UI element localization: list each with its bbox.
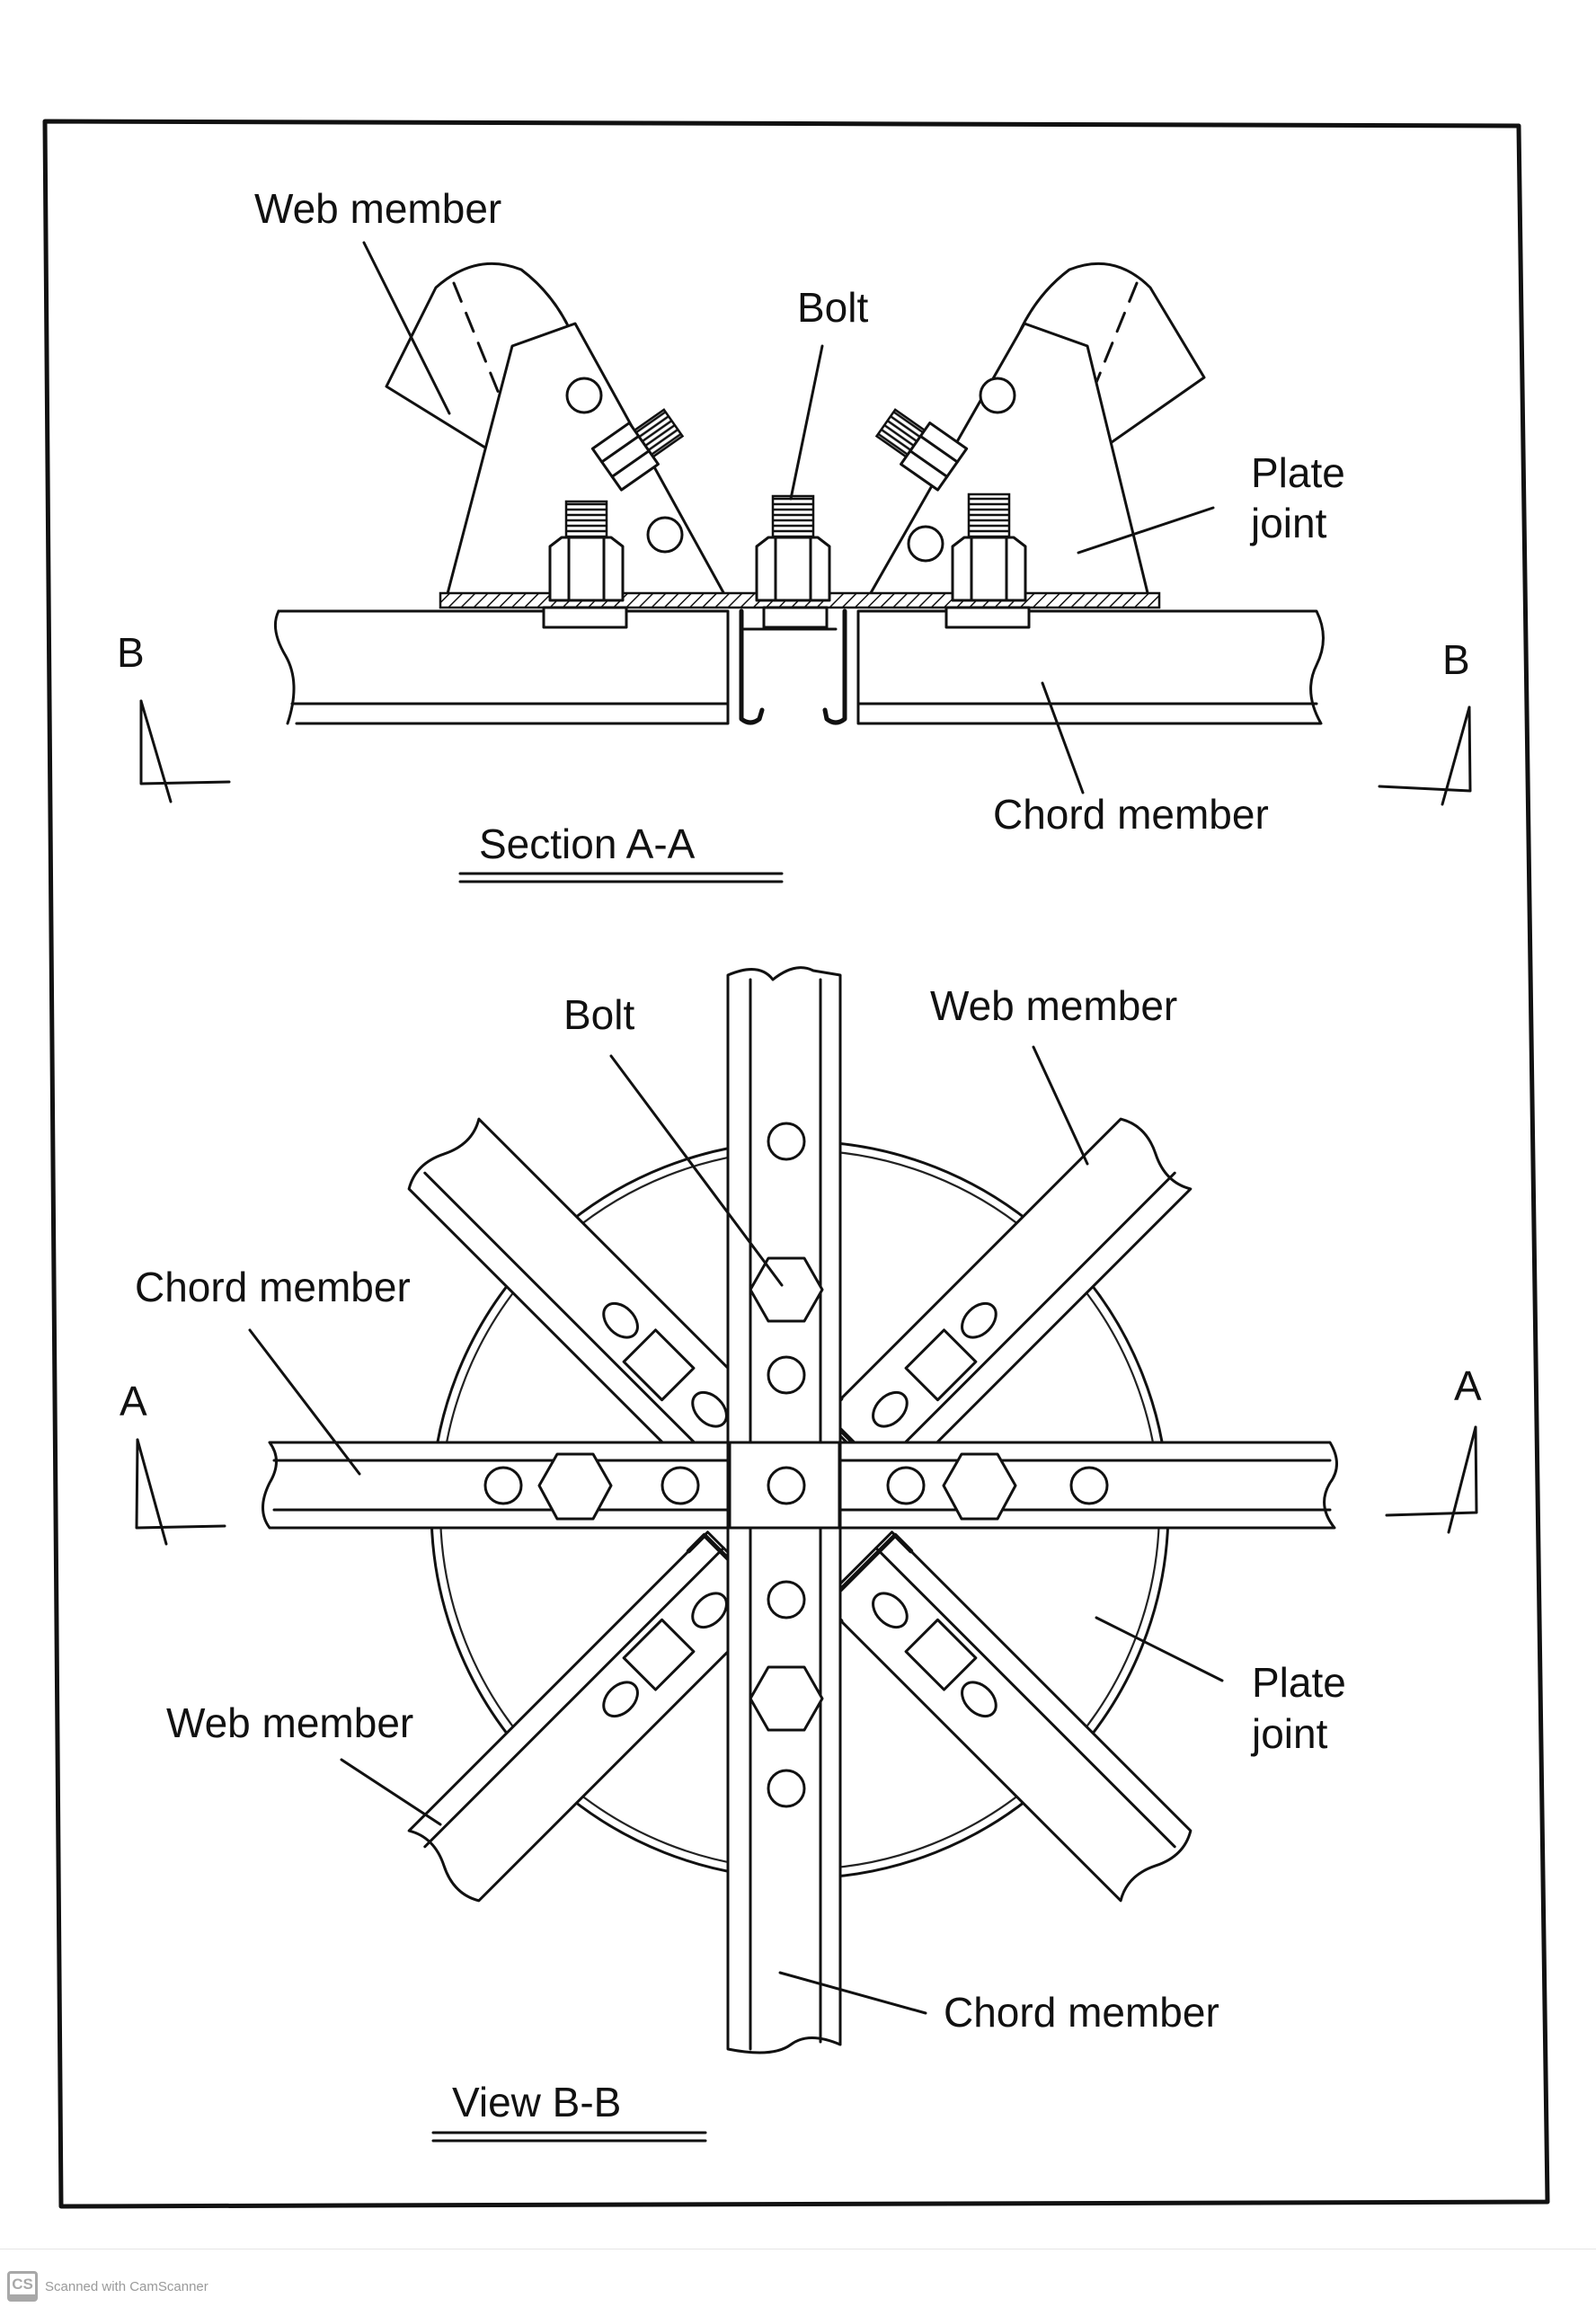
plate-hole [565, 377, 603, 414]
left-chord-member [273, 609, 730, 725]
leader-chord-member [1041, 681, 1085, 794]
c-channel [822, 608, 847, 725]
leader-web-member-top [1032, 1045, 1089, 1166]
leader-bolt [609, 1054, 784, 1287]
section-aa: Web member Bolt Plate joint Chord member… [117, 185, 1472, 883]
plate-hole [907, 525, 944, 563]
view-bb: Bolt Web member Chord member Web member … [120, 966, 1482, 2143]
svg-text:A: A [1454, 1362, 1482, 1409]
web-member-upper-left [407, 1117, 779, 1489]
bolt-right [944, 492, 1031, 629]
bolt-left [542, 500, 628, 629]
right-chord-member [856, 609, 1325, 725]
bolt-center [755, 494, 831, 629]
label-chord-member: Chord member [993, 791, 1269, 838]
svg-text:B: B [1442, 636, 1470, 683]
svg-text:A: A [120, 1378, 147, 1424]
web-member-lower-left [407, 1531, 779, 1903]
leader-plate-joint [1095, 1616, 1224, 1682]
leader-bolt [789, 344, 824, 501]
label-web-member: Web member [254, 185, 501, 232]
plate-hole [979, 377, 1016, 414]
label-plate-joint-1: Plate [1251, 449, 1345, 496]
bolt-angled-right [874, 408, 969, 492]
label-web-member-top: Web member [930, 982, 1177, 1029]
label-web-member-bottom: Web member [166, 1699, 413, 1746]
leader-plate-joint [1077, 506, 1215, 555]
cut-marker-right: B [1378, 636, 1472, 806]
plate-hole [646, 516, 684, 554]
label-bolt: Bolt [797, 284, 868, 331]
scanner-watermark: CS Scanned with CamScanner [7, 2271, 208, 2302]
label-plate-joint-2: joint [1250, 1710, 1328, 1757]
cut-marker-left: B [117, 629, 231, 803]
c-channel [739, 608, 765, 725]
label-chord-member-left: Chord member [135, 1264, 411, 1310]
cut-marker-left: A [120, 1378, 226, 1546]
watermark-text: Scanned with CamScanner [45, 2278, 208, 2294]
caption-section-aa: Section A-A [479, 821, 696, 867]
leader-web-member-bottom [340, 1758, 442, 1826]
page-frame [42, 119, 1550, 2209]
label-plate-joint-2: joint [1249, 500, 1327, 546]
label-bolt: Bolt [563, 991, 634, 1038]
label-plate-joint-1: Plate [1252, 1659, 1346, 1706]
web-member-lower-right [820, 1531, 1193, 1903]
camscanner-logo-icon: CS [7, 2271, 38, 2302]
leader-chord-member-bottom [778, 1971, 927, 2015]
chord-member-vertical [726, 966, 842, 2054]
label-chord-member-bottom: Chord member [944, 1989, 1219, 2036]
cut-marker-right: A [1385, 1362, 1482, 1534]
leader-chord-member-left [248, 1328, 361, 1476]
caption-view-bb: View B-B [452, 2079, 621, 2125]
leader-web-member [362, 241, 451, 415]
bolt-angled-left [590, 408, 685, 492]
svg-text:B: B [117, 629, 145, 676]
